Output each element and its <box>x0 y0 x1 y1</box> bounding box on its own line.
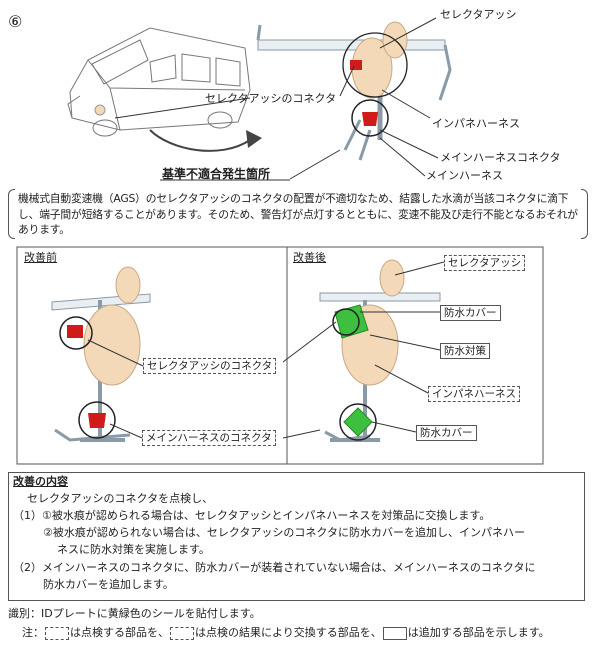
bracket-left <box>8 189 15 239</box>
before-label-main-connector: メインハーネスのコネクタ <box>142 430 276 446</box>
label-inpane-harness: インパネハーネス <box>432 117 520 130</box>
defect-location-label: 基準不適合発生箇所 <box>162 167 271 181</box>
defect-description: 機械式自動変速機（AGS）のセレクタアッシのコネクタの配置が不適切なため、結露し… <box>8 189 588 239</box>
van-location-dot <box>94 104 106 116</box>
before-red-connector <box>67 325 83 338</box>
improvement-line-4: ネスに防水対策を実施します。 <box>57 543 210 556</box>
top-circle-selector <box>342 32 408 98</box>
label-selector-assy: セレクタアッシ <box>440 8 517 21</box>
before-red-connector-2 <box>88 413 106 428</box>
label-main-harness-connector: メインハーネスコネクタ <box>440 151 561 164</box>
top-red-connector-2 <box>362 112 378 126</box>
improvement-line-3: ②被水痕が認められない場合は、セレクタアッシのコネクタに防水カバーを追加し、イン… <box>43 526 525 539</box>
improvement-line-6: 防水カバーを追加します。 <box>43 578 174 591</box>
after-circle-main <box>339 403 377 441</box>
after-drawing <box>319 259 441 442</box>
improvement-line-1: セレクタアッシのコネクタを点検し、 <box>27 492 214 505</box>
step-number: ⑥ <box>8 12 23 31</box>
after-circle-selector <box>332 308 360 336</box>
arrow-head <box>246 130 262 148</box>
label-main-harness: メインハーネス <box>426 169 503 182</box>
legend-box-add <box>382 626 407 640</box>
top-red-connector <box>350 60 362 70</box>
improvement-title: 改善の内容 <box>13 475 68 488</box>
identification-note: 識別：IDプレートに黄緑色のシールを貼付します。 <box>8 607 261 620</box>
top-assembly <box>256 21 452 161</box>
after-label-cover-1: 防水カバー <box>440 305 501 321</box>
before-title: 改善前 <box>24 251 57 264</box>
after-label-waterproof: 防水対策 <box>440 343 490 359</box>
legend-box-replace <box>170 626 194 640</box>
before-circle-main <box>78 401 116 439</box>
after-label-cover-2: 防水カバー <box>416 425 477 441</box>
leader-line <box>114 97 251 119</box>
improvement-line-2: （1）①被水痕が認められる場合は、セレクタアッシとインパネハーネスを対策品に交換… <box>13 509 491 522</box>
improvement-line-5: （2）メインハーネスのコネクタに、防水カバーが装着されていない場合は、メインハー… <box>13 561 536 574</box>
legend-box-inspect <box>45 626 69 640</box>
legend-text-3: は追加する部品を示します。 <box>407 626 550 639</box>
legend-prefix: 注： <box>22 626 44 639</box>
legend-text-1: は点検する部品を、 <box>70 626 169 639</box>
after-green-cover-2 <box>343 407 373 437</box>
van-illustration <box>67 27 251 137</box>
before-label-selector-connector: セレクタアッシのコネクタ <box>143 358 277 374</box>
description-text: 機械式自動変速機（AGS）のセレクタアッシのコネクタの配置が不適切なため、結露し… <box>18 192 578 236</box>
before-circle-selector <box>59 316 93 350</box>
top-circle-main <box>351 99 389 137</box>
arrow-curve <box>149 129 251 152</box>
improvement-box: 改善の内容 セレクタアッシのコネクタを点検し、 （1）①被水痕が認められる場合は… <box>8 472 585 601</box>
after-panel <box>286 246 544 465</box>
legend-text-2: は点検の結果により交換する部品を、 <box>195 626 382 639</box>
after-label-selector-assy: セレクタアッシ <box>444 255 526 271</box>
after-label-inpane: インパネハーネス <box>428 386 520 402</box>
after-title: 改善後 <box>293 251 326 264</box>
legend-note: 注： は点検する部品を、 は点検の結果により交換する部品を、 は追加する部品を示します… <box>22 625 550 641</box>
after-green-cover-1 <box>334 304 369 339</box>
label-selector-connector: セレクタアッシのコネクタ <box>205 92 337 105</box>
